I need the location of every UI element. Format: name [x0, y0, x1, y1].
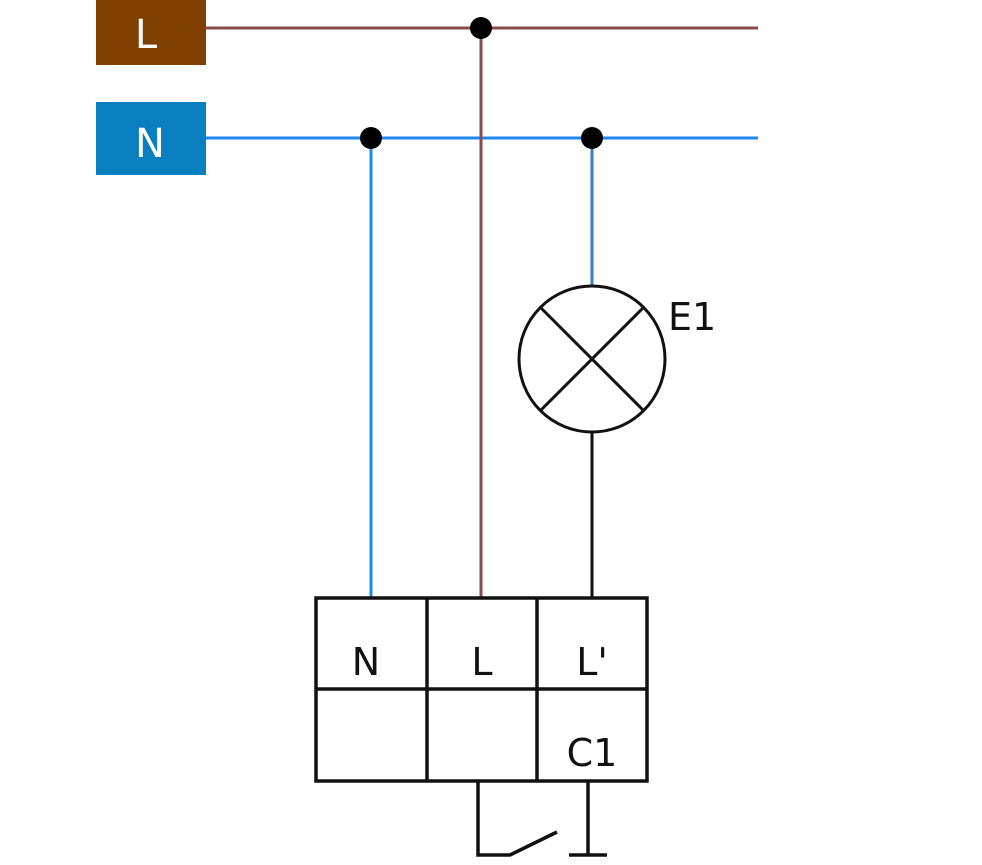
supply-L: L — [96, 0, 206, 65]
lamp-label: E1 — [668, 295, 716, 339]
lamp-circle — [517, 284, 667, 434]
terminal-label-L: L — [471, 640, 492, 684]
switch-left-leg — [476, 781, 558, 857]
lamp-cross — [538, 305, 646, 413]
terminal-label-L-prime: L' — [576, 640, 608, 684]
junction-dot — [581, 127, 603, 149]
junction-dot — [360, 127, 382, 149]
terminal-label-N: N — [352, 640, 380, 684]
switch — [476, 781, 607, 857]
terminal-block: N L L' C1 — [314, 596, 649, 783]
junction-dot — [470, 17, 492, 39]
supply-L-box — [96, 0, 206, 65]
terminal-label-C1: C1 — [567, 731, 618, 775]
supply-N: N — [96, 102, 206, 175]
supply-N-label: N — [135, 121, 165, 167]
lamp-E1: E1 — [517, 284, 716, 434]
supply-N-box — [96, 102, 206, 175]
supply-L-label: L — [135, 12, 158, 58]
